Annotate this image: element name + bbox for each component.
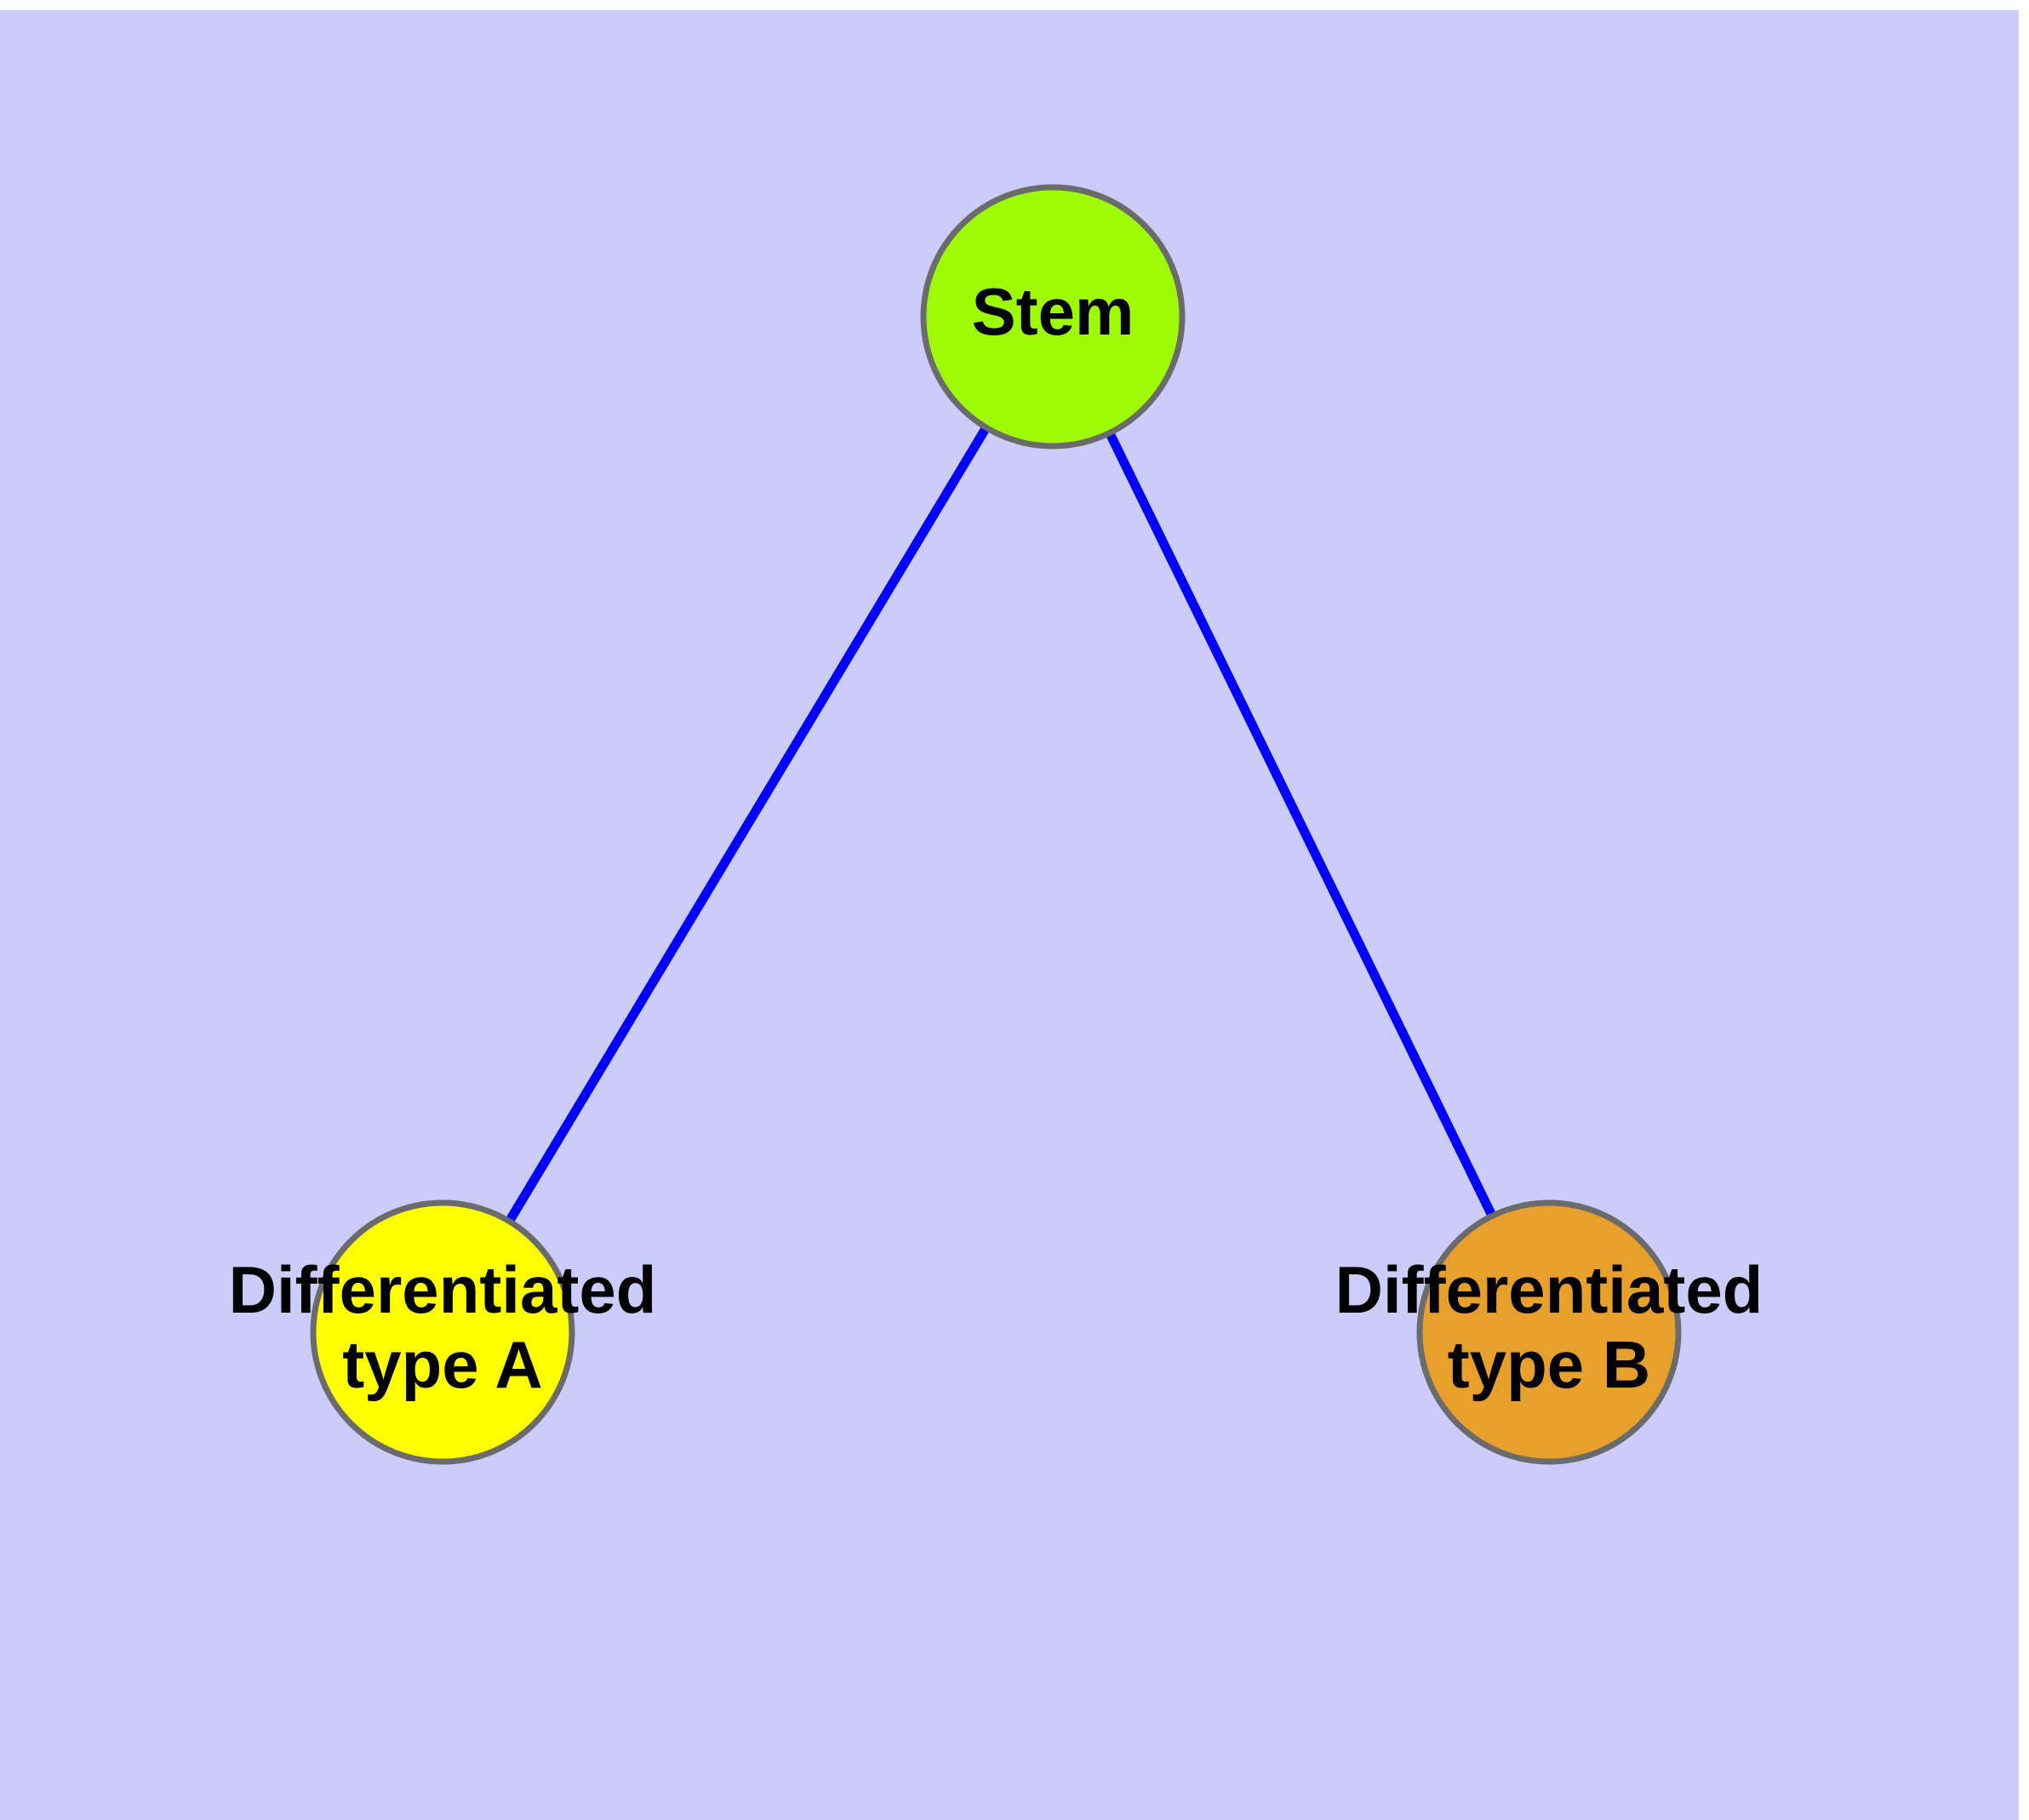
- graph-edge[interactable]: [1104, 427, 1498, 1222]
- node-label-line: Stem: [972, 274, 1135, 349]
- graph-edge[interactable]: [503, 422, 992, 1227]
- node-label-line: Differentiated: [1335, 1252, 1763, 1327]
- node-label-line: Differentiated: [229, 1252, 657, 1327]
- node-label-line: type A: [342, 1327, 543, 1402]
- node-circle-diff_b[interactable]: [1416, 1199, 1682, 1465]
- node-circle-diff_a[interactable]: [310, 1199, 575, 1465]
- graph-node-stem[interactable]: Stem: [920, 184, 1186, 449]
- edge-layer: [503, 422, 1498, 1227]
- node-label-line: type B: [1448, 1327, 1650, 1402]
- node-circle-stem[interactable]: [920, 184, 1186, 449]
- node-label-stem: Stem: [972, 274, 1135, 349]
